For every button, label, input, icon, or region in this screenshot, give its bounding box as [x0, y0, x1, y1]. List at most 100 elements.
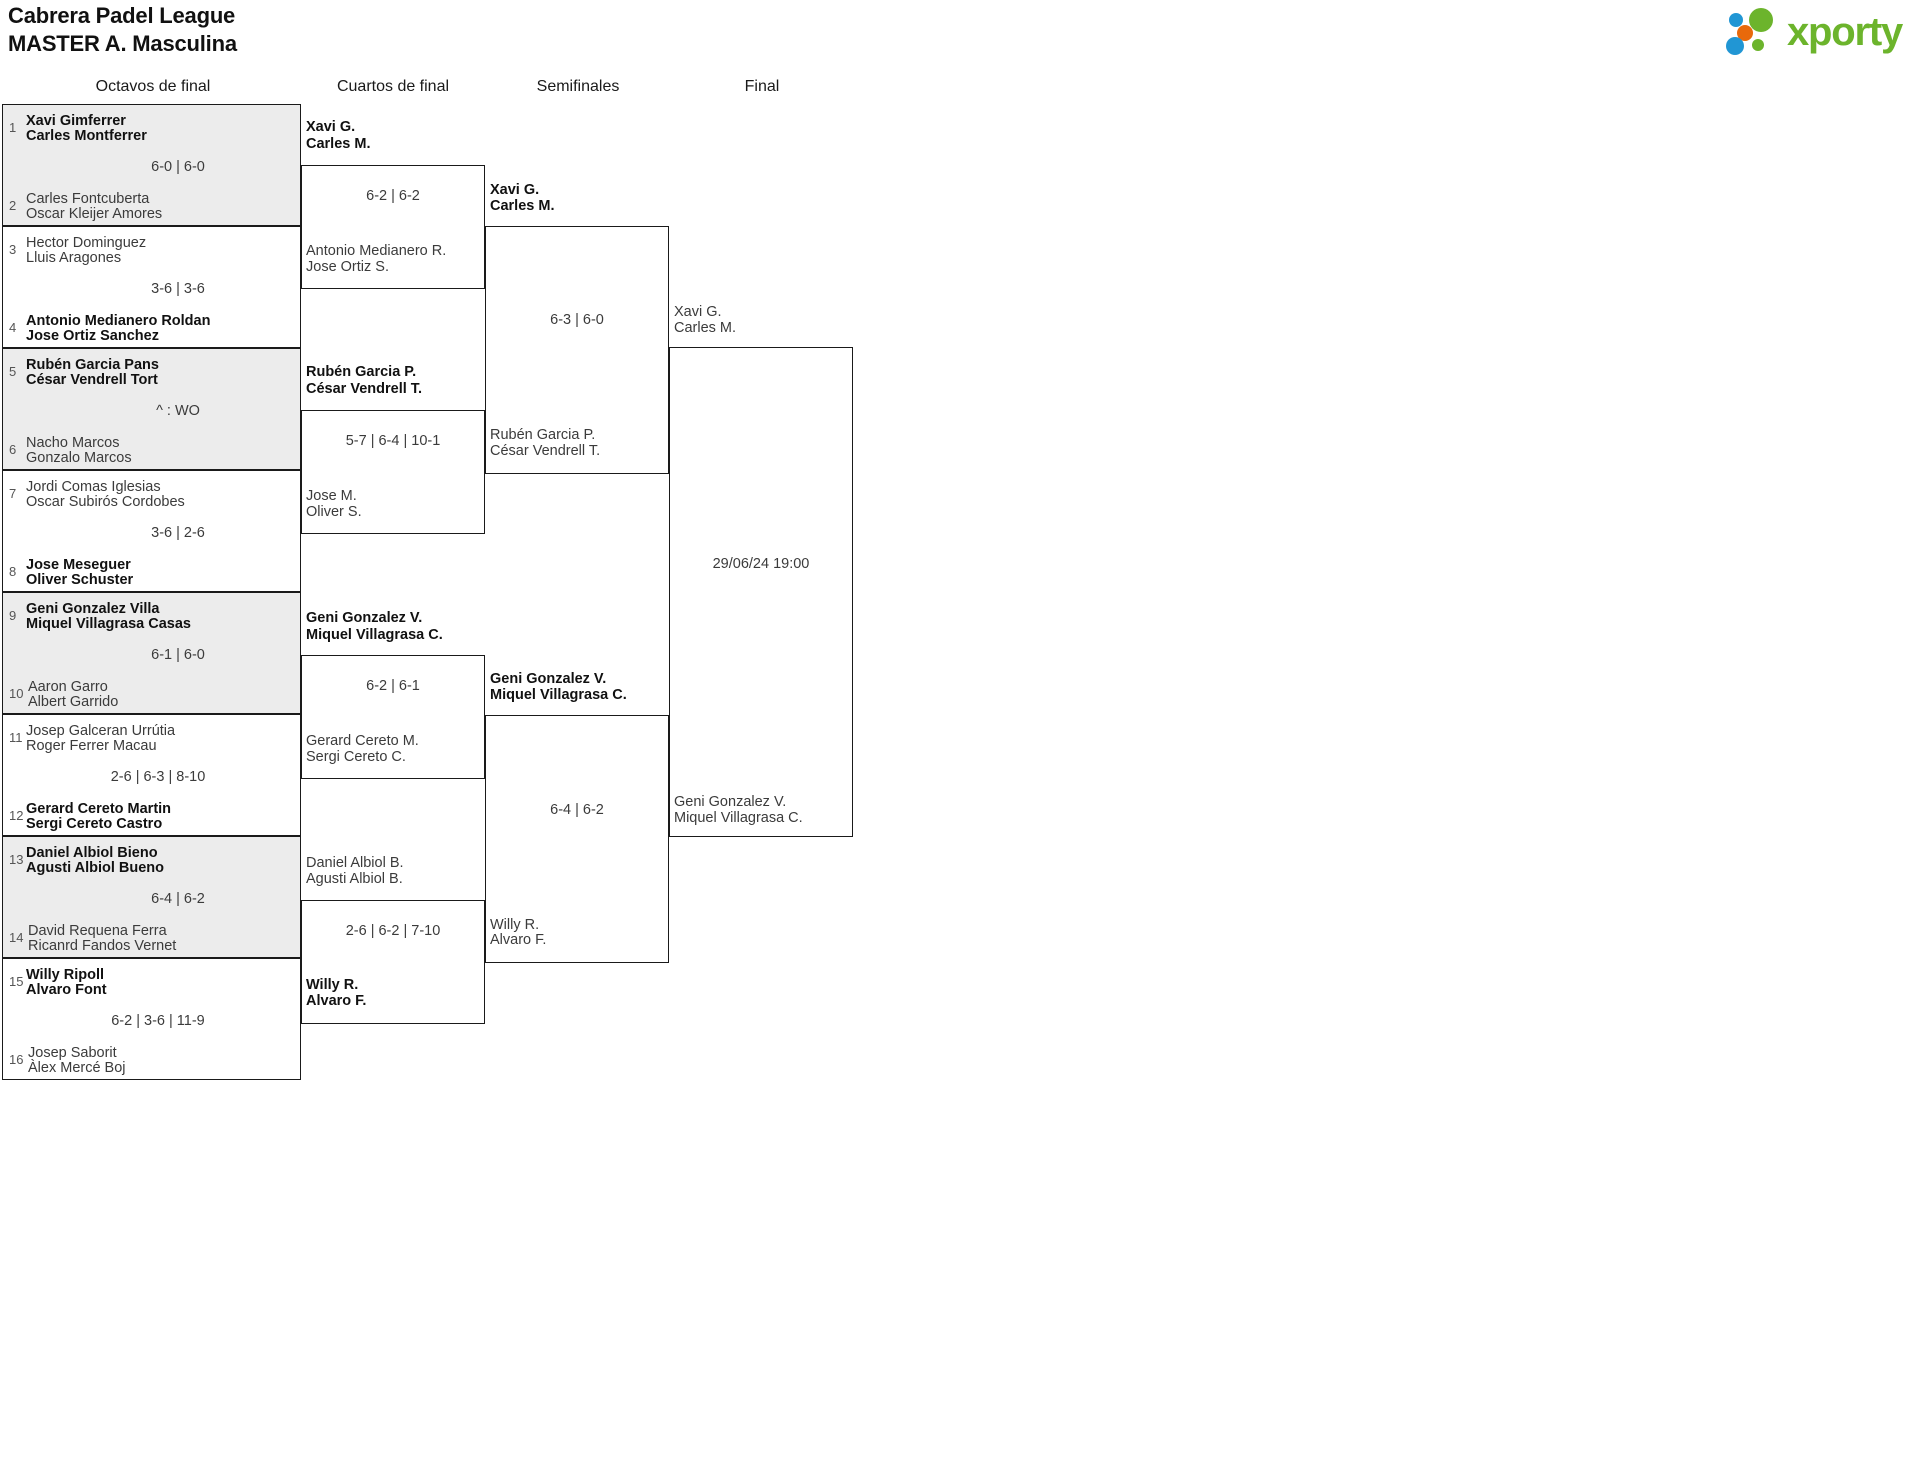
r16-match-5[interactable]: 9 Geni Gonzalez Villa Miquel Villagrasa …	[2, 592, 301, 714]
team-player-2: Gonzalo Marcos	[26, 450, 132, 466]
qf3-bottom-player-1: Gerard Cereto M.	[306, 733, 419, 749]
qf3-top-player-2: Miquel Villagrasa C.	[306, 627, 443, 643]
r16-match-6[interactable]: 11 Josep Galceran Urrútia Roger Ferrer M…	[2, 714, 301, 836]
team-player-2: Ricanrd Fandos Vernet	[28, 938, 177, 954]
seed-number: 14	[9, 930, 24, 945]
category-name: MASTER A. Masculina	[8, 31, 237, 57]
qf1-bottom-player-2: Jose Ortiz S.	[306, 259, 389, 275]
team-player-1: Jose Meseguer	[26, 557, 131, 573]
seed-number: 5	[9, 364, 17, 379]
qf-match-3-box[interactable]	[301, 655, 485, 779]
match-score: 6-2 | 3-6 | 11-9	[111, 1013, 205, 1029]
round-header-cuartos: Cuartos de final	[336, 78, 450, 95]
team-player-2: Àlex Mercé Boj	[28, 1060, 126, 1076]
qf-match-4-box[interactable]	[301, 900, 485, 1024]
team-player-1: Daniel Albiol Bieno	[26, 845, 158, 861]
team-player-1: Josep Saborit	[28, 1045, 117, 1061]
sf-match-1-box[interactable]	[485, 226, 669, 474]
sf2-top-player-2: Miquel Villagrasa C.	[490, 687, 627, 703]
r16-match-3[interactable]: 5 Rubén Garcia Pans César Vendrell Tort …	[2, 348, 301, 470]
sf-match-2-box[interactable]	[485, 715, 669, 963]
qf4-bottom-player-1: Willy R.	[306, 977, 359, 993]
tournament-title-block: Cabrera Padel League MASTER A. Masculina	[8, 2, 237, 58]
match-score: 3-6 | 3-6	[151, 281, 205, 297]
r16-match-7[interactable]: 13 Daniel Albiol Bieno Agusti Albiol Bue…	[2, 836, 301, 958]
sf1-bottom-player-2: César Vendrell T.	[490, 443, 601, 459]
match-score: 3-6 | 2-6	[151, 525, 205, 541]
xporty-wordmark: xporty	[1786, 10, 1903, 54]
sf1-score: 6-3 | 6-0	[550, 312, 604, 328]
final-bottom-player-2: Miquel Villagrasa C.	[674, 810, 803, 826]
final-top-player-2: Carles M.	[674, 320, 737, 336]
team-player-2: Oscar Kleijer Amores	[26, 206, 163, 222]
team-player-1: Gerard Cereto Martin	[26, 801, 172, 817]
round-header-final: Final	[744, 78, 780, 95]
team-player-2: Carles Montferrer	[26, 128, 147, 144]
sf1-bottom-player-1: Rubén Garcia P.	[490, 427, 596, 443]
qf3-bottom-player-2: Sergi Cereto C.	[306, 749, 406, 765]
match-score: 6-4 | 6-2	[151, 891, 205, 907]
round-header-semifinales: Semifinales	[536, 78, 620, 95]
seed-number: 13	[9, 852, 24, 867]
team-player-2: Lluis Aragones	[26, 250, 122, 266]
team-player-1: Rubén Garcia Pans	[26, 357, 159, 373]
team-player-1: David Requena Ferra	[28, 923, 167, 939]
sf2-bottom-player-2: Alvaro F.	[490, 932, 547, 948]
seed-number: 8	[9, 564, 17, 579]
qf-match-2-box[interactable]	[301, 410, 485, 534]
qf1-top-player-2: Carles M.	[306, 136, 371, 152]
seed-number: 10	[9, 686, 24, 701]
xporty-dots-icon	[1725, 6, 1781, 58]
match-score: 6-1 | 6-0	[151, 647, 205, 663]
team-player-1: Xavi Gimferrer	[26, 113, 126, 129]
sf2-score: 6-4 | 6-2	[550, 802, 604, 818]
xporty-logo[interactable]: xporty	[1725, 6, 1903, 58]
final-match-box[interactable]	[669, 347, 853, 837]
seed-number: 15	[9, 974, 24, 989]
seed-number: 7	[9, 486, 17, 501]
team-player-1: Geni Gonzalez Villa	[26, 601, 160, 617]
seed-number: 11	[9, 730, 23, 745]
team-player-1: Aaron Garro	[28, 679, 108, 695]
qf1-top-player-1: Xavi G.	[306, 119, 356, 135]
seed-number: 3	[9, 242, 17, 257]
round-header-octavos: Octavos de final	[95, 78, 211, 95]
team-player-2: Oliver Schuster	[26, 572, 134, 588]
seed-number: 6	[9, 442, 17, 457]
match-score: 2-6 | 6-3 | 8-10	[110, 769, 206, 785]
league-name: Cabrera Padel League	[8, 3, 236, 28]
r16-match-1[interactable]: 1 Xavi Gimferrer Carles Montferrer 6-0 |…	[2, 104, 301, 226]
team-player-1: Nacho Marcos	[26, 435, 120, 451]
seed-number: 1	[9, 120, 17, 135]
team-player-1: Willy Ripoll	[26, 967, 105, 983]
sf1-top-player-1: Xavi G.	[490, 182, 540, 198]
r16-match-8[interactable]: 15 Willy Ripoll Alvaro Font 6-2 | 3-6 | …	[2, 958, 301, 1080]
sf2-top-player-1: Geni Gonzalez V.	[490, 671, 607, 687]
seed-number: 4	[9, 320, 17, 335]
qf4-top-player-1: Daniel Albiol B.	[306, 855, 404, 871]
qf1-score: 6-2 | 6-2	[366, 188, 420, 204]
final-bottom-player-1: Geni Gonzalez V.	[674, 794, 787, 810]
r16-match-4[interactable]: 7 Jordi Comas Iglesias Oscar Subirós Cor…	[2, 470, 301, 592]
qf2-top-player-1: Rubén Garcia P.	[306, 364, 417, 380]
match-score: ^ : WO	[156, 403, 200, 419]
team-player-2: Albert Garrido	[28, 694, 119, 710]
team-player-2: Roger Ferrer Macau	[26, 738, 157, 754]
qf-match-1-box[interactable]	[301, 165, 485, 289]
qf3-top-player-1: Geni Gonzalez V.	[306, 610, 423, 626]
qf2-top-player-2: César Vendrell T.	[306, 381, 423, 397]
qf4-top-player-2: Agusti Albiol B.	[306, 871, 403, 887]
sf1-top-player-2: Carles M.	[490, 198, 555, 214]
team-player-2: Agusti Albiol Bueno	[26, 860, 165, 876]
team-player-2: Sergi Cereto Castro	[26, 816, 163, 832]
qf3-score: 6-2 | 6-1	[366, 678, 420, 694]
team-player-1: Josep Galceran Urrútia	[26, 723, 176, 739]
seed-number: 2	[9, 198, 17, 213]
qf4-score: 2-6 | 6-2 | 7-10	[345, 923, 441, 939]
final-top-player-1: Xavi G.	[674, 304, 722, 320]
final-datetime: 29/06/24 19:00	[712, 556, 810, 572]
r16-match-2[interactable]: 3 Hector Dominguez Lluis Aragones 3-6 | …	[2, 226, 301, 348]
team-player-2: César Vendrell Tort	[26, 372, 158, 388]
team-player-2: Miquel Villagrasa Casas	[26, 616, 191, 632]
